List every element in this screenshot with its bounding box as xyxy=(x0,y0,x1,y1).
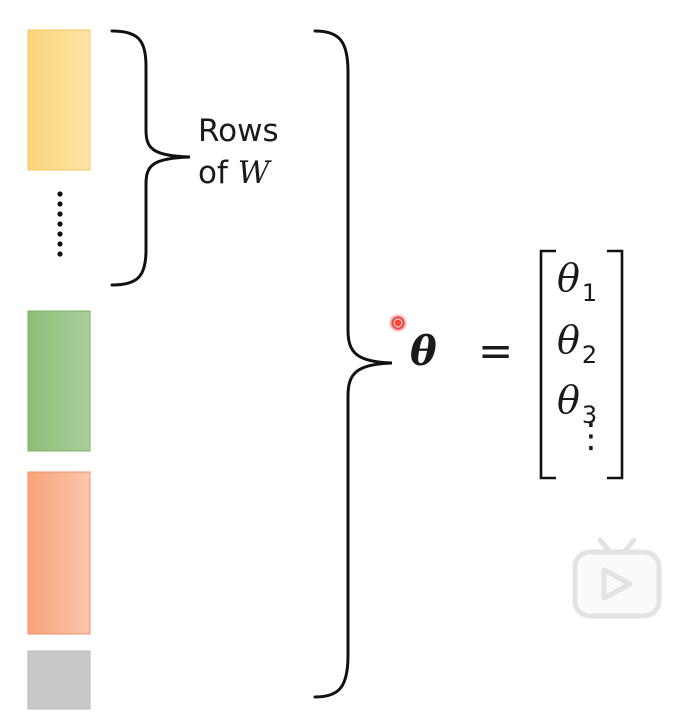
right-square-bracket xyxy=(607,249,624,480)
vector-entry-3: θ3 xyxy=(557,378,598,429)
matrix-w-symbol: W xyxy=(237,155,270,191)
row-block-yellow xyxy=(27,29,91,171)
vector-entry-1: θ1 xyxy=(557,256,598,307)
equals-sign: = xyxy=(478,326,514,375)
row-block-green xyxy=(27,310,91,452)
row-block-orange xyxy=(27,471,91,635)
rows-label-line1: Rows xyxy=(198,113,279,149)
row-block-gray xyxy=(27,650,91,710)
small-curly-brace xyxy=(110,29,191,287)
rows-of-w-label: Rows of W xyxy=(198,110,308,194)
vertical-ellipsis-dots xyxy=(57,191,63,257)
theta-vector-symbol: θ xyxy=(410,328,437,375)
left-square-bracket xyxy=(539,249,556,480)
play-tv-icon xyxy=(572,537,662,619)
large-curly-brace xyxy=(313,29,393,699)
rows-label-line2: of W xyxy=(198,155,270,191)
vector-entry-2: θ2 xyxy=(557,318,598,369)
vector-ellipsis: ⋮ xyxy=(574,416,608,456)
